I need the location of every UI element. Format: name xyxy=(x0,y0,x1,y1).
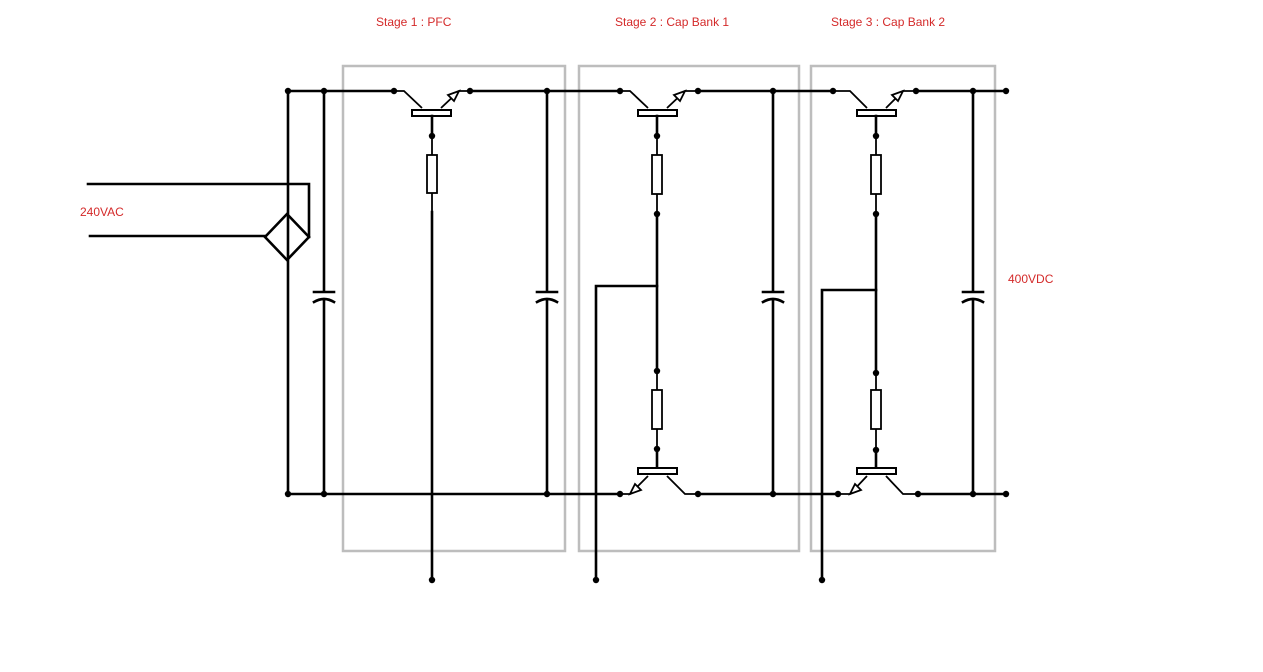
stage-1-label: Stage 1 : PFC xyxy=(376,15,452,29)
transistor-stage-2-bottom xyxy=(620,467,698,496)
transistor-stage-2-top xyxy=(620,89,698,138)
transistor-stage-1 xyxy=(394,89,470,138)
stage-1-box xyxy=(341,64,567,553)
capacitor-stage-3 xyxy=(961,89,985,496)
input-voltage-label: 240VAC xyxy=(80,205,124,219)
stage-2-box xyxy=(577,64,801,553)
stage-3-label: Stage 3 : Cap Bank 2 xyxy=(831,15,945,29)
stage-3-box xyxy=(809,64,997,553)
resistor-stage-2-bottom xyxy=(651,371,663,470)
output-voltage-label: 400VDC xyxy=(1008,272,1054,286)
capacitor-stage-2 xyxy=(761,89,785,496)
stage-2-label: Stage 2 : Cap Bank 1 xyxy=(615,15,729,29)
resistor-stage-2-top xyxy=(651,136,663,214)
transistor-stage-3-top xyxy=(833,89,916,138)
resistor-stage-1-gate xyxy=(426,136,438,582)
capacitor-stage-1 xyxy=(535,89,559,496)
ac-input-wires xyxy=(86,182,311,239)
resistor-stage-3-bottom xyxy=(870,373,882,470)
stage-2-output-lead xyxy=(594,284,659,582)
capacitor-input xyxy=(312,89,336,496)
stage-3-output-lead xyxy=(820,288,878,582)
transistor-stage-3-bottom xyxy=(838,467,918,496)
junction-dots xyxy=(284,87,1010,584)
resistor-stage-3-top xyxy=(870,136,882,214)
